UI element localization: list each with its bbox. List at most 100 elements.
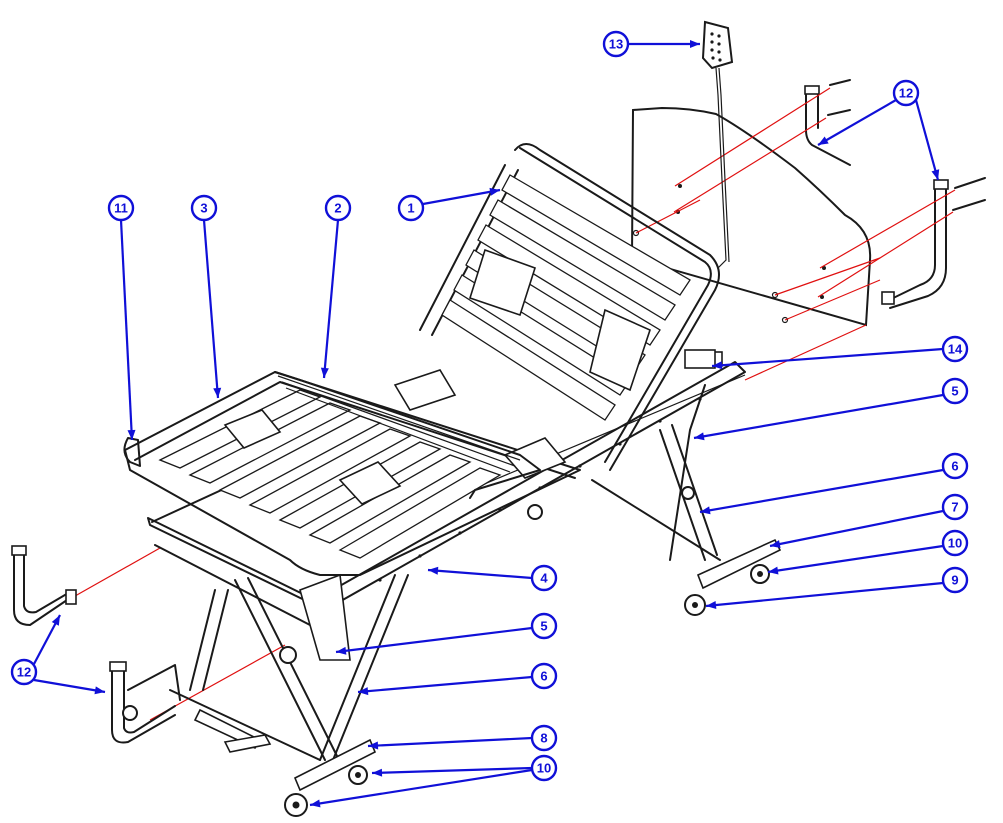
- callout-4: 4: [530, 564, 558, 592]
- base-tube-foot: [284, 738, 377, 817]
- callout-2-circle: [324, 194, 352, 222]
- leader-5-front-arrowhead: [336, 646, 347, 655]
- leader-1: [422, 188, 501, 206]
- leader-6-front: [357, 675, 533, 694]
- assembly-lines: [67, 87, 956, 721]
- callout-8-label: 8: [540, 731, 547, 746]
- leader-12-top-b-arrowhead: [931, 169, 940, 180]
- leader-5-back-arrowhead: [694, 432, 705, 441]
- callout-14: 14: [941, 335, 969, 363]
- base-tube-head: [684, 538, 782, 616]
- leader-3-arrowhead: [213, 387, 222, 398]
- foot-deck-section: [123, 369, 581, 576]
- callout-3-label: 3: [200, 201, 207, 216]
- callout-10-back-label: 10: [948, 536, 962, 551]
- callout-2-label: 2: [334, 201, 341, 216]
- leader-10-front-a: [371, 766, 533, 775]
- callout-12-bottom: 12: [10, 658, 38, 686]
- leader-13-arrowhead: [690, 40, 700, 48]
- headboard-panel: [630, 106, 872, 327]
- callout-4-label: 4: [540, 571, 548, 586]
- leader-4: [427, 568, 533, 580]
- leader-2-arrowhead: [320, 367, 329, 378]
- callout-10-back: 10: [941, 529, 969, 557]
- callout-5-back-label: 5: [951, 384, 958, 399]
- leader-10-back-arrowhead: [768, 566, 779, 575]
- callout-11-circle: [107, 194, 135, 222]
- callout-12-top-circle: [892, 79, 920, 107]
- leader-8: [367, 736, 533, 748]
- callout-1-circle: [397, 194, 425, 222]
- callout-11: 11: [107, 194, 135, 222]
- leader-12-bottom-a-arrowhead: [51, 615, 60, 626]
- leader-10-front-b: [309, 768, 533, 807]
- head-deck-section: [419, 143, 723, 471]
- leader-14-arrowhead: [712, 361, 723, 370]
- leader-9: [705, 581, 944, 608]
- callout-6-front: 6: [530, 662, 558, 690]
- callout-8: 8: [530, 724, 558, 752]
- callout-1-label: 1: [407, 201, 414, 216]
- callout-9: 9: [941, 566, 969, 594]
- leader-6-front-arrowhead: [358, 687, 369, 696]
- leader-3: [202, 219, 220, 399]
- leader-10-front-a-arrowhead: [372, 768, 383, 777]
- callout-5-front: 5: [530, 612, 558, 640]
- leader-5-front: [335, 626, 533, 654]
- callout-7-label: 7: [951, 500, 958, 515]
- callout-6-back-circle: [941, 452, 969, 480]
- leader-7-arrowhead: [770, 540, 781, 548]
- leader-10-back: [767, 544, 944, 574]
- callout-10-back-circle: [941, 529, 969, 557]
- leader-10-front-b-arrowhead: [310, 799, 321, 808]
- callout-11-label: 11: [114, 201, 128, 216]
- callout-13-label: 13: [609, 37, 623, 52]
- hand-pendant: [701, 20, 734, 269]
- leader-12-bottom-b: [33, 678, 106, 694]
- callout-12-top: 12: [892, 79, 920, 107]
- callout-6-front-label: 6: [540, 669, 547, 684]
- callout-4-circle: [530, 564, 558, 592]
- callout-14-circle: [941, 335, 969, 363]
- leader-11: [119, 219, 134, 441]
- callout-14-label: 14: [948, 342, 963, 357]
- callout-6-back: 6: [941, 452, 969, 480]
- callout-7-circle: [941, 493, 969, 521]
- leader-11-arrowhead: [127, 429, 136, 440]
- leader-1-arrowhead: [489, 187, 500, 196]
- callout-8-circle: [530, 724, 558, 752]
- leader-14: [711, 347, 944, 368]
- callout-6-back-label: 6: [951, 459, 958, 474]
- callout-3: 3: [190, 194, 218, 222]
- callout-13: 13: [602, 30, 630, 58]
- headboard-bracket-left: [804, 85, 851, 166]
- callout-10-front: 10: [530, 754, 558, 782]
- leader-6-back: [699, 468, 944, 514]
- callout-9-label: 9: [951, 573, 958, 588]
- leader-6-back-arrowhead: [700, 506, 711, 515]
- leader-12-top-b: [914, 99, 940, 181]
- callout-7: 7: [941, 493, 969, 521]
- callout-5-front-label: 5: [540, 619, 547, 634]
- callout-9-circle: [941, 566, 969, 594]
- bolts: [827, 79, 986, 211]
- callout-1: 1: [397, 194, 425, 222]
- callout-5-back-circle: [941, 377, 969, 405]
- leader-9-arrowhead: [706, 601, 717, 610]
- leader-12-top-a-arrowhead: [818, 136, 829, 145]
- leader-7: [769, 509, 944, 548]
- callout-5-back: 5: [941, 377, 969, 405]
- leader-8-arrowhead: [368, 741, 379, 750]
- leader-12-bottom-b-arrowhead: [94, 686, 105, 695]
- callout-12-bottom-circle: [10, 658, 38, 686]
- callout-2: 2: [324, 194, 352, 222]
- callout-3-circle: [190, 194, 218, 222]
- leader-4-arrowhead: [428, 566, 439, 575]
- callout-12-top-label: 12: [899, 86, 913, 101]
- footboard-bracket-right: [109, 661, 181, 744]
- leader-5-back: [693, 393, 944, 440]
- scissor-lift-back: [591, 349, 721, 561]
- footboard-bracket-left: [11, 545, 77, 626]
- leader-lines: [33, 40, 944, 808]
